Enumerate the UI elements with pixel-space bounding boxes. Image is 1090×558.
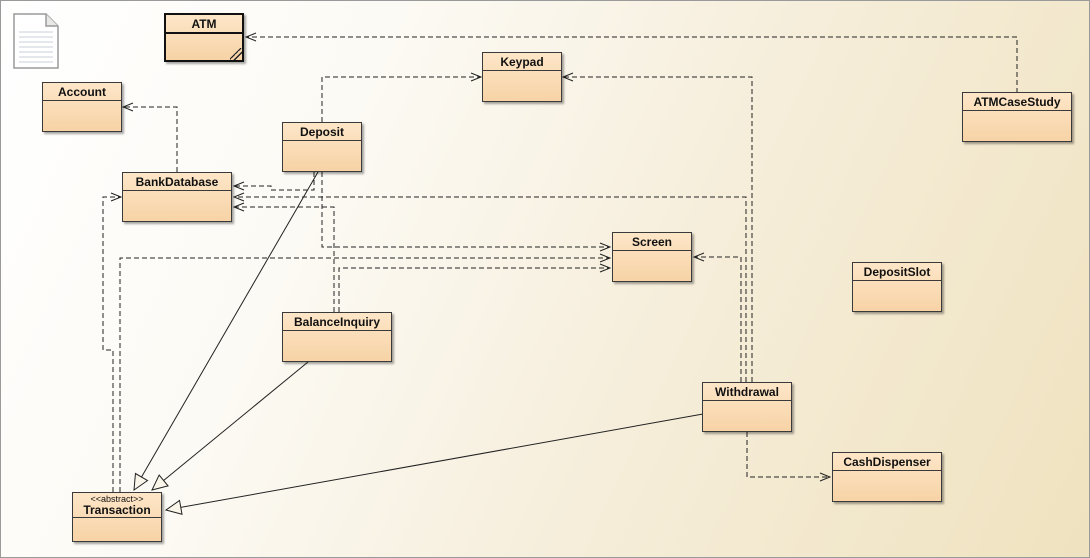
class-atmcasestudy-name: ATMCaseStudy <box>963 93 1071 111</box>
class-balanceinquiry-name: BalanceInquiry <box>283 313 391 331</box>
class-cashdispenser[interactable]: CashDispenser <box>832 452 942 502</box>
class-keypad-name: Keypad <box>483 53 561 71</box>
dependency-withdrawal-keypad <box>563 77 753 382</box>
class-withdrawal-name: Withdrawal <box>703 383 791 401</box>
dependency-transaction-screen <box>119 258 610 492</box>
class-transaction-header: <<abstract>> Transaction <box>73 493 161 518</box>
class-transaction[interactable]: <<abstract>> Transaction <box>72 492 162 542</box>
class-depositslot-name: DepositSlot <box>853 263 941 281</box>
class-screen-name: Screen <box>613 233 691 251</box>
class-depositslot[interactable]: DepositSlot <box>852 262 942 312</box>
class-screen[interactable]: Screen <box>612 232 692 282</box>
generalization-withdrawal-transaction <box>164 413 704 515</box>
class-withdrawal[interactable]: Withdrawal <box>702 382 792 432</box>
dependency-withdrawal-bankdatabase <box>234 197 747 382</box>
generalization-deposit-transaction <box>133 171 319 492</box>
dependency-withdrawal-cashdispenser <box>746 432 830 477</box>
class-bankdatabase-name: BankDatabase <box>123 173 231 191</box>
dependency-atmcasestudy-atm <box>246 37 1018 93</box>
dependency-deposit-keypad <box>321 77 481 122</box>
document-icon <box>13 13 59 69</box>
class-account[interactable]: Account <box>42 82 122 132</box>
dependency-withdrawal-screen <box>694 257 742 382</box>
class-atmcasestudy[interactable]: ATMCaseStudy <box>962 92 1072 142</box>
class-atm-name: ATM <box>166 15 242 34</box>
class-balanceinquiry[interactable]: BalanceInquiry <box>282 312 392 362</box>
dependency-bankdatabase-account <box>123 107 178 172</box>
class-atm[interactable]: ATM <box>164 13 244 62</box>
class-transaction-stereotype: <<abstract>> <box>90 494 144 504</box>
class-transaction-name: Transaction <box>83 503 151 517</box>
class-account-name: Account <box>43 83 121 101</box>
class-keypad[interactable]: Keypad <box>482 52 562 102</box>
dependency-balanceinquiry-screen <box>338 268 610 312</box>
generalization-balanceinquiry-transaction <box>151 361 309 491</box>
dependency-deposit-bankdatabase <box>234 172 315 191</box>
dependency-transaction-bankdatabase <box>102 197 121 492</box>
class-bankdatabase[interactable]: BankDatabase <box>122 172 232 222</box>
dependency-deposit-screen <box>321 172 610 247</box>
dependency-balanceinquiry-bankdatabase <box>234 207 335 312</box>
class-cashdispenser-name: CashDispenser <box>833 453 941 471</box>
class-deposit[interactable]: Deposit <box>282 122 362 172</box>
class-deposit-name: Deposit <box>283 123 361 141</box>
